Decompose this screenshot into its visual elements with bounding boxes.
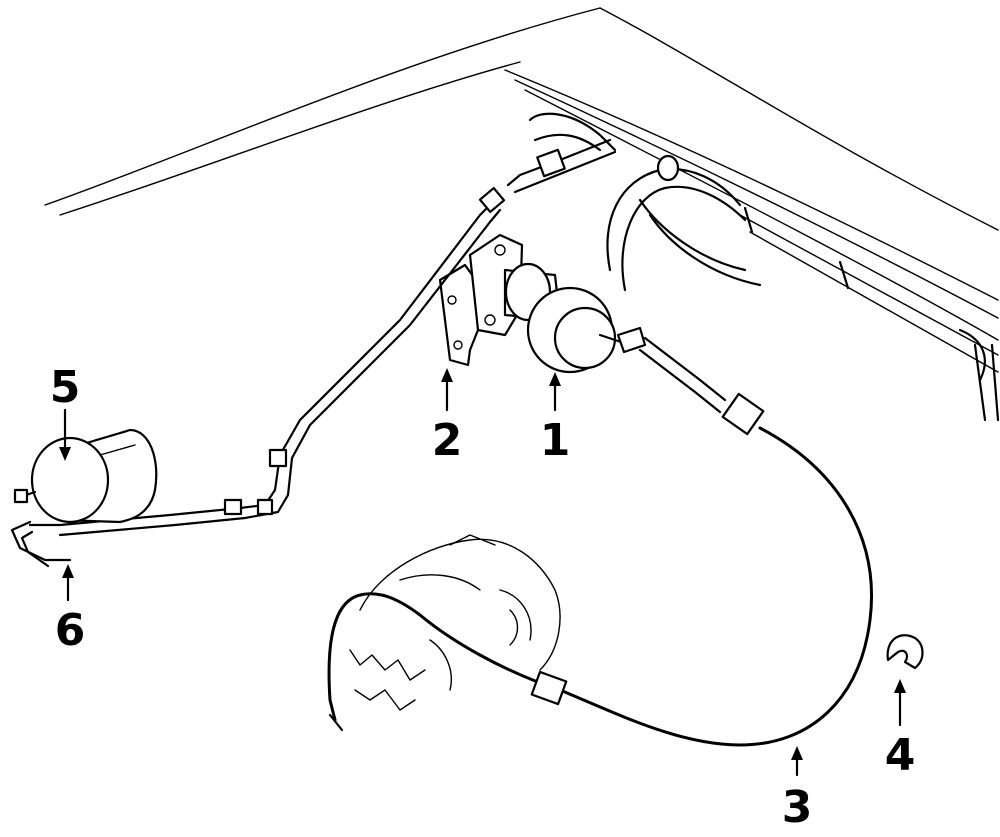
- servo-linkage: [638, 336, 765, 436]
- callout-leaders: [59, 368, 906, 777]
- part-5-canister: [13, 428, 158, 524]
- callout-6: 6: [55, 605, 86, 656]
- part-1-servo: [468, 233, 647, 374]
- throttle-body-sketch: [349, 534, 561, 711]
- callout-1: 1: [540, 415, 571, 466]
- part-4-clip: [886, 634, 924, 670]
- upper-hoses: [506, 112, 1000, 422]
- hood-outline: [44, 7, 999, 373]
- callout-4: 4: [885, 730, 916, 781]
- callout-5: 5: [50, 362, 81, 413]
- callout-3: 3: [782, 782, 813, 833]
- part-6-hose: [10, 520, 72, 568]
- callout-2: 2: [432, 415, 463, 466]
- part-3-cable: [327, 426, 873, 747]
